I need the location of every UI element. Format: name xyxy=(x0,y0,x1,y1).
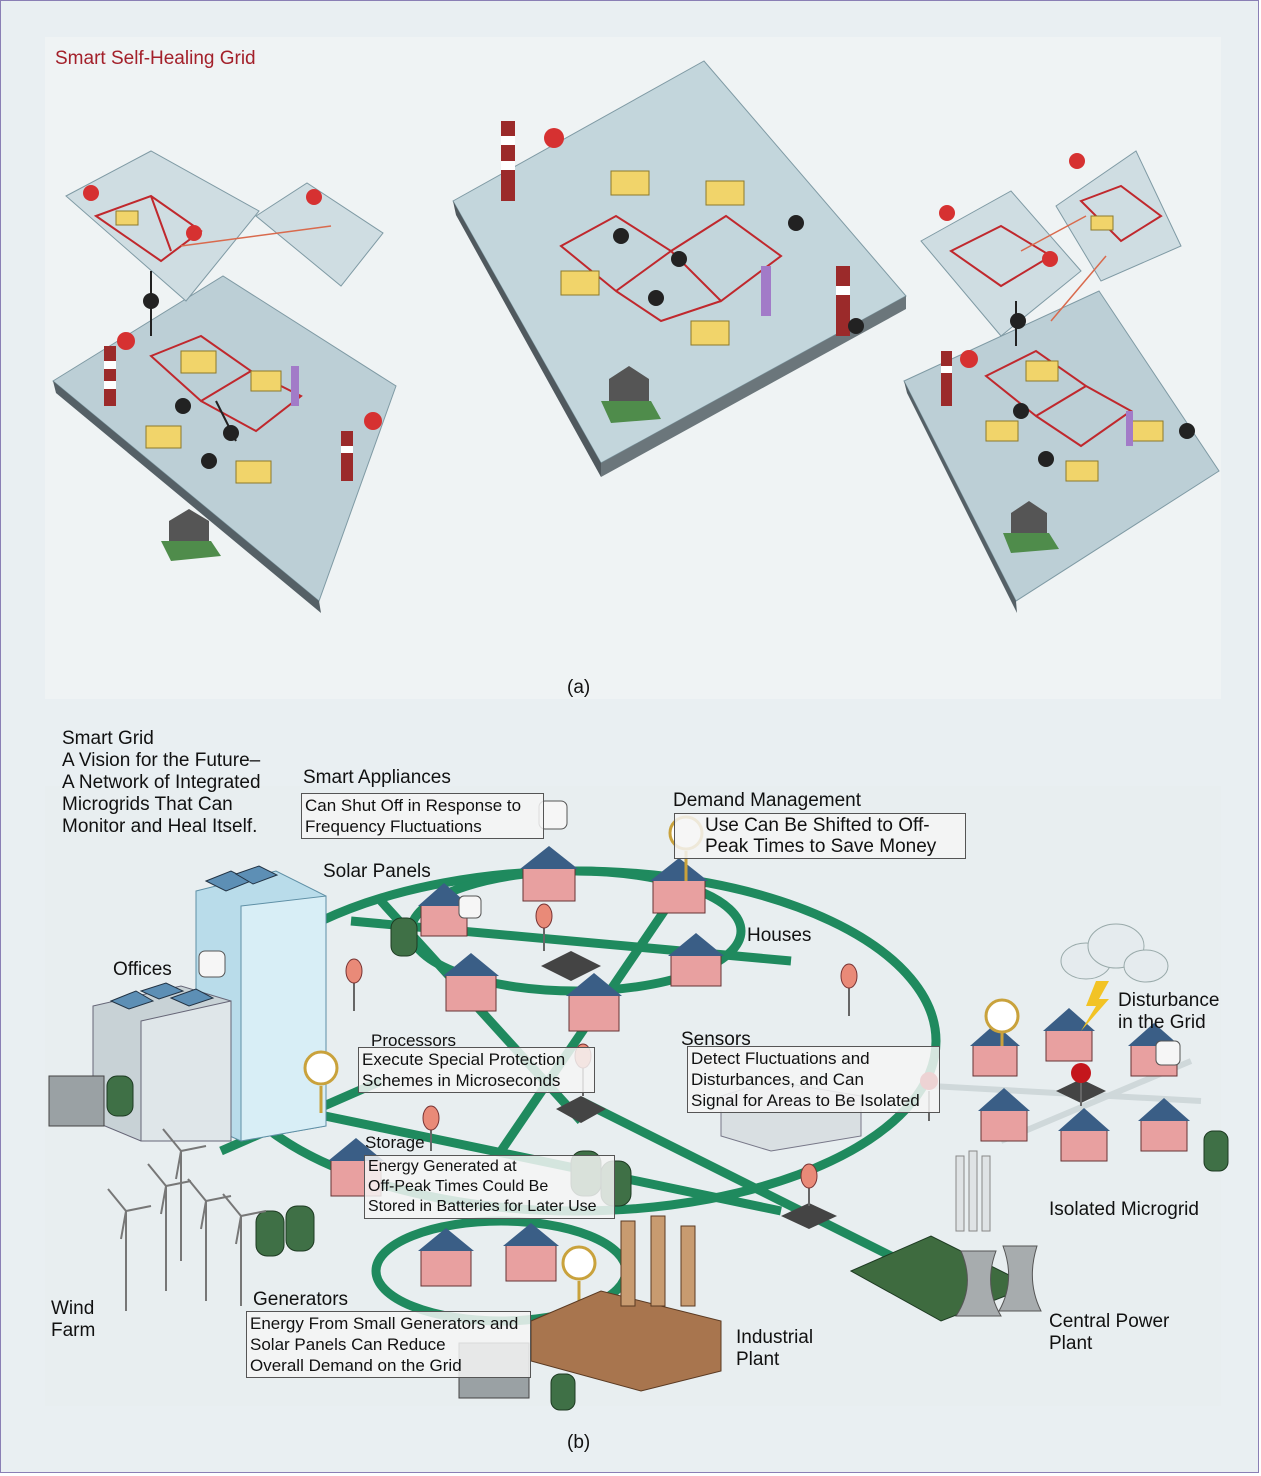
desc-storage: Energy Generated at Off-Peak Times Could… xyxy=(364,1155,615,1219)
desc-demand-management: Use Can Be Shifted to Off- Peak Times to… xyxy=(674,813,966,859)
platform-right-main xyxy=(903,290,1220,602)
label-storage: Storage xyxy=(365,1133,425,1152)
fault-markers-a xyxy=(83,128,1085,430)
desc-generators: Energy From Small Generators and Solar P… xyxy=(246,1311,531,1378)
panel-b-heading: Smart Grid A Vision for the Future– A Ne… xyxy=(62,728,261,837)
cloud-lightning-icon xyxy=(1060,923,1169,1031)
battery-tanks xyxy=(106,917,1229,1411)
desc-sensors: Detect Fluctuations and Disturbances, an… xyxy=(687,1046,940,1113)
label-solar-panels: Solar Panels xyxy=(323,861,431,882)
desc-processors: Execute Special Protection Schemes in Mi… xyxy=(358,1047,595,1093)
platform-right-top xyxy=(920,190,1082,337)
label-central-power-plant: Central Power Plant xyxy=(1049,1311,1170,1354)
label-processors: Processors xyxy=(371,1031,457,1050)
panel-a-caption: (a) xyxy=(567,677,591,698)
label-disturbance: Disturbance in the Grid xyxy=(1118,990,1220,1033)
label-sensors: Sensors xyxy=(681,1029,751,1050)
label-industrial-plant: Industrial Plant xyxy=(736,1327,814,1370)
houses-a xyxy=(161,366,1059,561)
desc-smart-appliances: Can Shut Off in Response to Frequency Fl… xyxy=(301,793,544,839)
label-wind-farm: Wind Farm xyxy=(51,1298,96,1341)
office-generator xyxy=(48,1075,105,1127)
central-power-plant-icon xyxy=(849,1150,1042,1322)
label-offices: Offices xyxy=(113,959,172,980)
label-demand-management: Demand Management xyxy=(673,790,861,811)
wind-turbines xyxy=(107,1128,267,1311)
label-isolated-microgrid: Isolated Microgrid xyxy=(1049,1199,1199,1220)
breaker-icons-a xyxy=(143,215,1195,469)
panel-b-caption: (b) xyxy=(567,1432,591,1453)
solar-panel-icons xyxy=(109,865,279,1010)
label-smart-appliances: Smart Appliances xyxy=(303,767,451,788)
panel-a-title: Smart Self-Healing Grid xyxy=(55,48,256,69)
industrial-plant-icon xyxy=(530,1215,722,1392)
platform-left-small xyxy=(255,182,384,287)
power-stacks-a xyxy=(104,121,952,481)
platform-right-small xyxy=(1055,150,1182,282)
substations-a xyxy=(115,170,1164,484)
label-houses: Houses xyxy=(747,925,812,946)
smart-plug-icons xyxy=(198,800,1181,1066)
label-generators: Generators xyxy=(253,1289,349,1310)
